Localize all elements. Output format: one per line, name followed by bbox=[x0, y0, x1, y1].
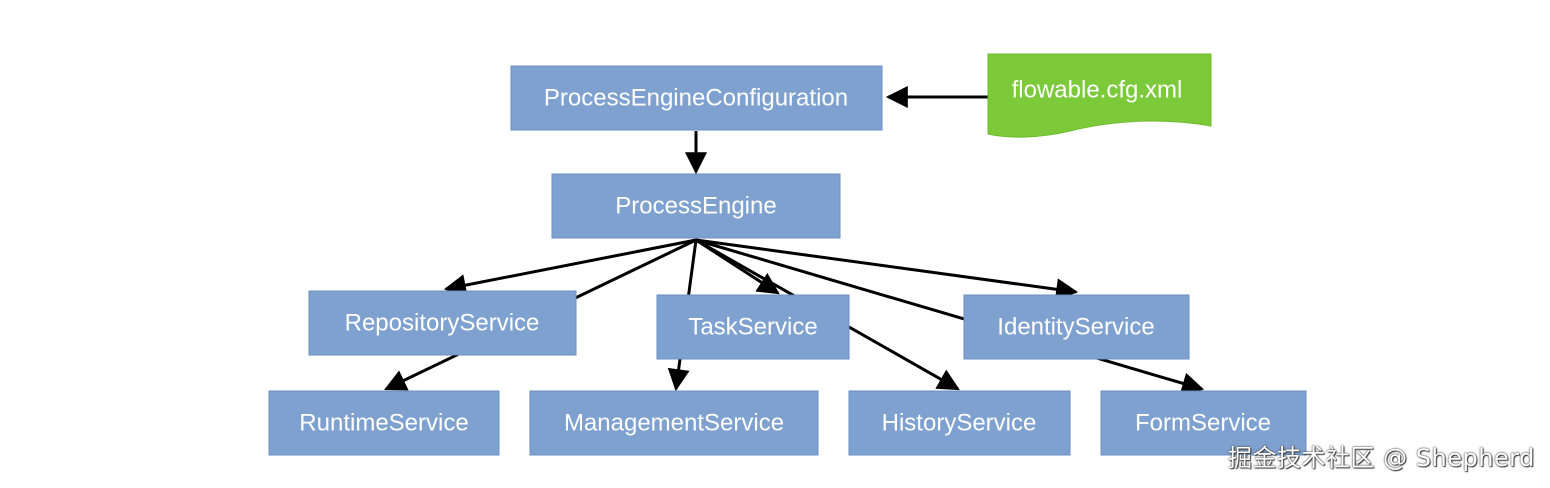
edge-engine-to-repository bbox=[443, 238, 697, 296]
config-file-shape bbox=[987, 53, 1212, 138]
node-process-engine: ProcessEngine bbox=[551, 173, 841, 239]
node-management-service: ManagementService bbox=[529, 390, 819, 456]
node-label-history-service: HistoryService bbox=[882, 410, 1037, 437]
node-label-identity-service: IdentityService bbox=[997, 314, 1154, 341]
node-label-process-engine: ProcessEngine bbox=[615, 193, 776, 220]
edge-engine-to-identity bbox=[695, 238, 1079, 301]
node-form-service: FormService bbox=[1100, 390, 1307, 456]
node-task-service: TaskService bbox=[656, 294, 850, 360]
config-file-label: flowable.cfg.xml bbox=[1012, 77, 1183, 104]
watermark-text: 掘金技术社区 @ Shepherd bbox=[1228, 444, 1535, 472]
node-label-repository-service: RepositoryService bbox=[345, 310, 540, 337]
config-file-document: flowable.cfg.xml bbox=[987, 53, 1212, 138]
node-process-engine-configuration: ProcessEngineConfiguration bbox=[510, 65, 883, 131]
edge-engine-to-form bbox=[695, 238, 1205, 394]
node-label-management-service: ManagementService bbox=[564, 410, 784, 437]
node-repository-service: RepositoryService bbox=[308, 290, 577, 356]
node-history-service: HistoryService bbox=[848, 390, 1071, 456]
node-identity-service: IdentityService bbox=[963, 294, 1190, 360]
node-label-runtime-service: RuntimeService bbox=[299, 410, 468, 437]
node-label-form-service: FormService bbox=[1135, 410, 1271, 437]
node-label-task-service: TaskService bbox=[688, 314, 817, 341]
node-runtime-service: RuntimeService bbox=[268, 390, 500, 456]
node-label-process-engine-configuration: ProcessEngineConfiguration bbox=[544, 85, 848, 112]
